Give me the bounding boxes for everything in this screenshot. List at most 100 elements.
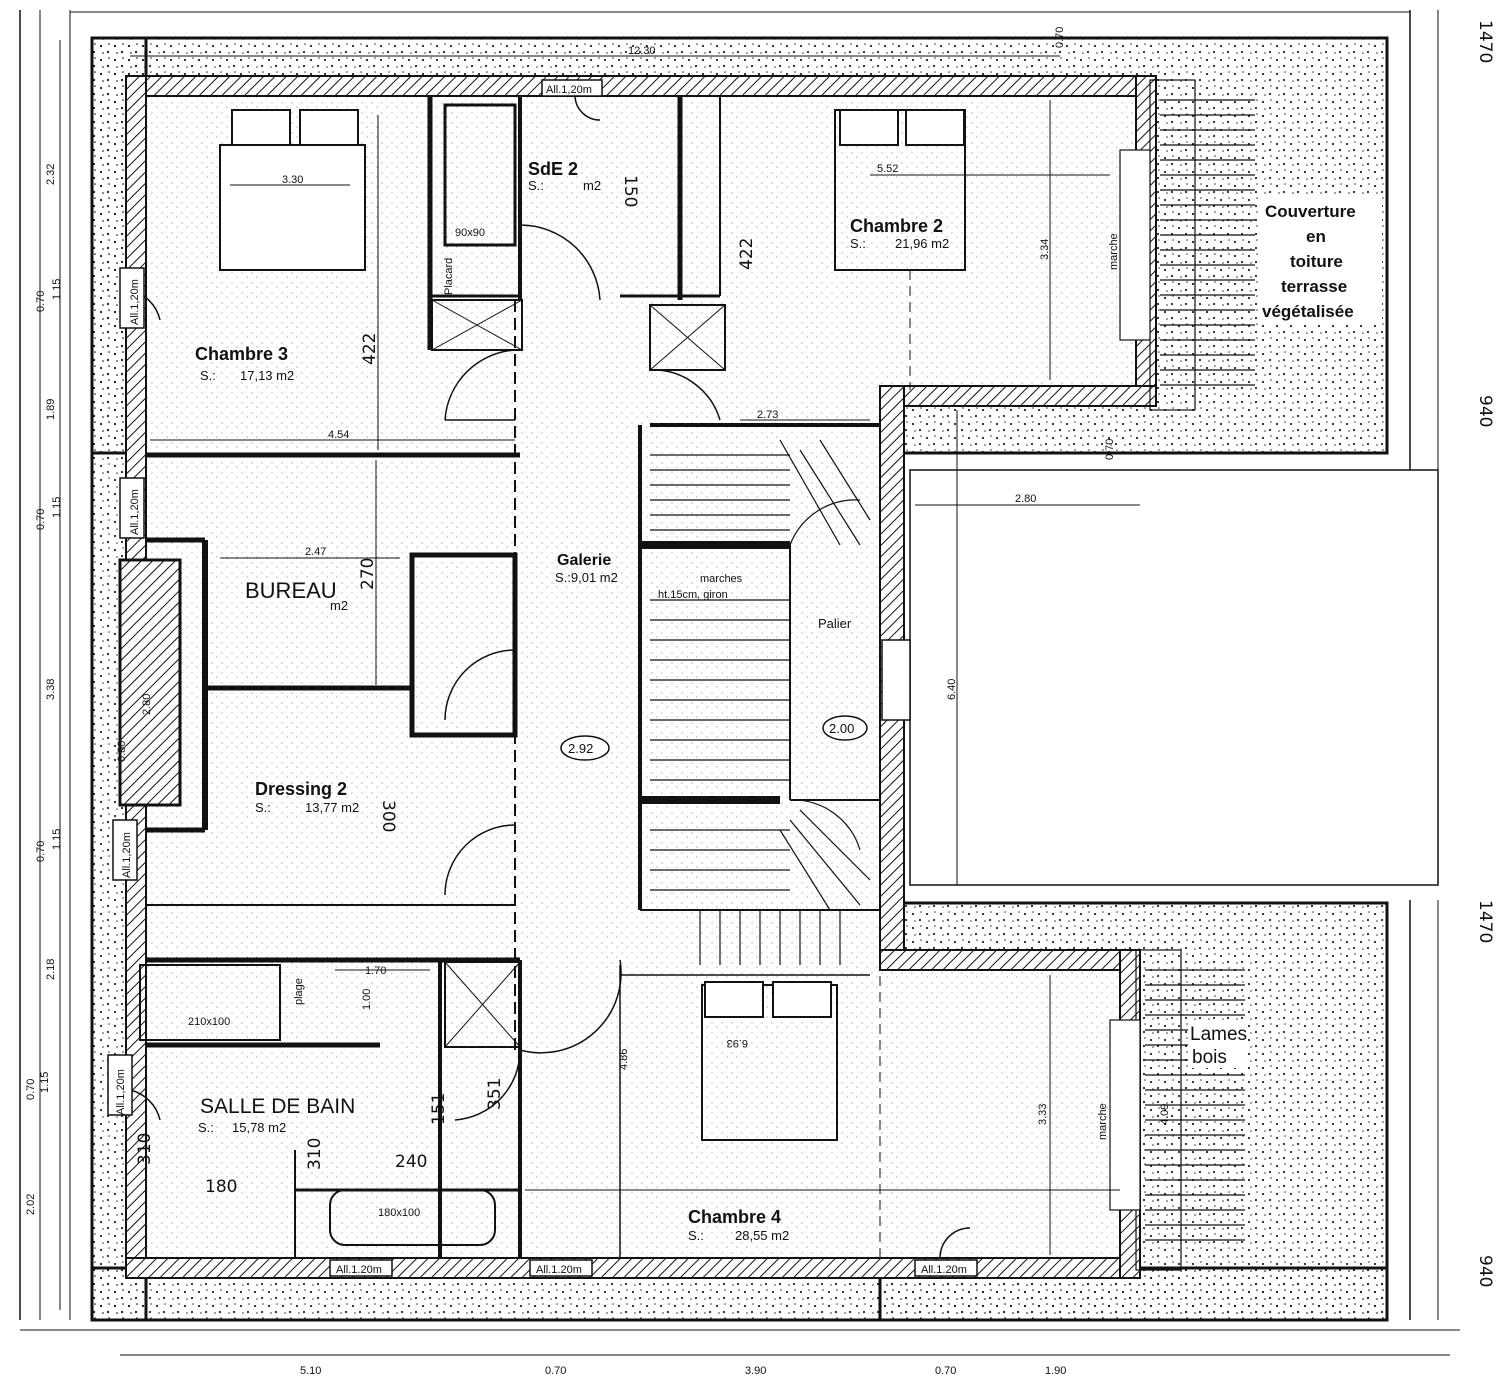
salle-de-bain-name: SALLE DE BAIN bbox=[200, 1095, 355, 1118]
deck-line2: bois bbox=[1192, 1047, 1227, 1068]
roof-line5: végétalisée bbox=[1262, 302, 1354, 321]
galerie-height: 2.92 bbox=[568, 741, 593, 756]
dim-top-total: 12.30 bbox=[628, 45, 656, 57]
margin-note-3: 1470 bbox=[1475, 900, 1495, 943]
dim-bureau-small2: 0.80 bbox=[116, 741, 128, 762]
salle-de-bain-surface: 15,78 m2 bbox=[232, 1120, 286, 1135]
hand-270: 270 bbox=[358, 558, 378, 590]
dim-left-8: 0.70 bbox=[35, 841, 47, 862]
hand-151: 151 bbox=[429, 1093, 449, 1125]
dim-left-2: 0.70 bbox=[35, 291, 47, 312]
window-left2-label: All.1,20m bbox=[129, 489, 141, 535]
hand-422b: 422 bbox=[737, 238, 757, 270]
dim-bottom-4: 0.70 bbox=[935, 1365, 956, 1377]
deck-top bbox=[1119, 79, 1255, 411]
dim-left-1: 2.32 bbox=[45, 164, 57, 185]
sde2-surface: m2 bbox=[583, 178, 601, 193]
placard-label: Placard bbox=[443, 258, 455, 295]
stairs-label1: marches bbox=[700, 573, 743, 585]
window-left3-label: All.1,20m bbox=[121, 832, 133, 878]
dim-vert-mark-top: 0.70 bbox=[1104, 439, 1116, 460]
dim-void-width: 2.80 bbox=[1015, 493, 1036, 505]
deck-label-bg bbox=[1188, 1020, 1248, 1068]
hand-180: 180 bbox=[205, 1177, 237, 1197]
staircase bbox=[650, 439, 871, 965]
dim-left-12: 1.15 bbox=[39, 1072, 51, 1093]
margin-note-2: 940 bbox=[1475, 395, 1495, 427]
dim-left-6: 1.15 bbox=[51, 497, 63, 518]
bureau-surface: m2 bbox=[330, 598, 348, 613]
dim-left-4: 1.89 bbox=[45, 399, 57, 420]
outer-frame bbox=[19, 10, 1460, 1331]
roof-line1: Couverture bbox=[1265, 202, 1356, 221]
roof-label-bg bbox=[1260, 195, 1382, 325]
dressing2-surface-label: S.: bbox=[255, 800, 271, 815]
dim-bottom-5: 1.90 bbox=[1045, 1365, 1066, 1377]
window-left4-label: All.1,20m bbox=[115, 1069, 127, 1115]
dim-corr-width: 2.73 bbox=[757, 409, 778, 421]
beds bbox=[219, 109, 965, 1018]
bath-top-label: 210x100 bbox=[188, 1016, 230, 1028]
dim-bottom-2: 0.70 bbox=[545, 1365, 566, 1377]
deck-line1: Lames bbox=[1190, 1024, 1247, 1045]
hand-351: 351 bbox=[485, 1078, 505, 1110]
window-bottom1-label: All.1.20m bbox=[336, 1264, 382, 1276]
dim-c2-height: 3.34 bbox=[1039, 239, 1051, 260]
deck-bottom bbox=[1109, 949, 1245, 1271]
plage-label: plage bbox=[293, 978, 305, 1005]
marche-label-top: marche bbox=[1108, 233, 1120, 270]
dim-deck-depth: 4.09 bbox=[1159, 1104, 1171, 1125]
dressing2-surface: 13,77 m2 bbox=[305, 800, 359, 815]
dim-bureau-small: 2.80 bbox=[141, 694, 153, 715]
dim-c2-width: 5.52 bbox=[877, 163, 898, 175]
hand-422a: 422 bbox=[360, 333, 380, 365]
window-bottom3-label: All.1.20m bbox=[921, 1264, 967, 1276]
fixture-labels: 90x90 Placard 210x100 180x100 plage bbox=[188, 227, 485, 1219]
dim-left-11: 0.70 bbox=[25, 1079, 37, 1100]
dim-bottom-3: 3.90 bbox=[745, 1365, 766, 1377]
dim-left-10: 2.18 bbox=[45, 959, 57, 980]
dim-bureau-width: 2.47 bbox=[305, 546, 326, 558]
marche-label-bottom: marche bbox=[1097, 1103, 1109, 1140]
bath-bottom-label: 180x100 bbox=[378, 1207, 420, 1219]
void-area bbox=[909, 469, 1439, 886]
window-top-label: All.1,20m bbox=[546, 84, 592, 96]
margin-note-1: 1470 bbox=[1475, 20, 1495, 63]
doors bbox=[129, 95, 971, 1259]
dim-left-9: 1.15 bbox=[51, 829, 63, 850]
chambre3-name: Chambre 3 bbox=[195, 344, 288, 364]
dim-c3-width: 3.30 bbox=[282, 174, 303, 186]
dim-left-5: 0.70 bbox=[35, 509, 47, 530]
window-bottom2-label: All.1.20m bbox=[536, 1264, 582, 1276]
dim-c4-width: 6.93 bbox=[727, 1037, 748, 1049]
dim-c4-depth: 4.86 bbox=[618, 1049, 630, 1070]
dim-sdb-width: 1.70 bbox=[365, 965, 386, 977]
roof-line3: toiture bbox=[1290, 252, 1343, 271]
roof-line4: terrasse bbox=[1281, 277, 1347, 296]
chambre2-surface-label: S.: bbox=[850, 236, 866, 251]
sde2-name: SdE 2 bbox=[528, 159, 578, 179]
chambre4-surface-label: S.: bbox=[688, 1228, 704, 1243]
chambre2-name: Chambre 2 bbox=[850, 216, 943, 236]
dressing2-name: Dressing 2 bbox=[255, 779, 347, 799]
dim-left-7: 3.38 bbox=[45, 679, 57, 700]
stairs-label2: ht.15cm, giron bbox=[658, 589, 728, 601]
chambre4-name: Chambre 4 bbox=[688, 1207, 781, 1227]
palier-height: 2.00 bbox=[829, 721, 854, 736]
hand-150: 150 bbox=[620, 175, 640, 207]
dim-left-13: 2.02 bbox=[25, 1194, 37, 1215]
shower-sde-label: 90x90 bbox=[455, 227, 485, 239]
room-labels: Chambre 3 S.: 17,13 m2 Chambre 2 S.: 21,… bbox=[195, 159, 1382, 1243]
dim-c4-height: 3.33 bbox=[1037, 1104, 1049, 1125]
chambre3-surface-label: S.: bbox=[200, 368, 216, 383]
hand-240: 240 bbox=[395, 1152, 427, 1172]
margin-note-4: 940 bbox=[1475, 1255, 1495, 1287]
roof-line2: en bbox=[1306, 227, 1326, 246]
chambre3-surface: 17,13 m2 bbox=[240, 368, 294, 383]
hand-310: 310 bbox=[135, 1133, 155, 1165]
hand-310b: 310 bbox=[305, 1138, 325, 1170]
windows bbox=[107, 79, 978, 1277]
galerie-height-badge bbox=[560, 735, 610, 761]
window-labels: All.1,20m All.1,20m All.1,20m All.1,20m … bbox=[115, 84, 967, 1276]
